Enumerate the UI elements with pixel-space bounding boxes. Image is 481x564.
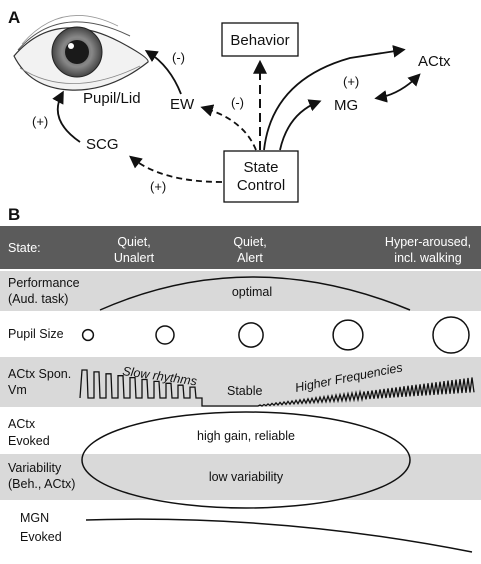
pupil-circle-3 [238,322,264,348]
performance-curve [99,276,411,311]
performance-label-line2: (Aud. task) [8,292,68,306]
mgn-evoked-label-line1: MGN [20,511,49,525]
actx-evoked-label-line1: ACtx [8,417,36,431]
mg-label: MG [334,97,358,114]
ew-label: EW [170,96,195,113]
state-col2-line2: Alert [237,251,263,265]
stable-label: Stable [227,384,262,398]
state-control-label-line1: State [243,159,278,176]
pupil-lid-label: Pupil/Lid [83,90,141,107]
performance-optimal-label: optimal [232,285,272,299]
state-control-box [223,150,299,203]
state-control-label-line2: Control [237,177,285,194]
pupil-circle-2 [155,325,175,345]
sign-mg-actx: (+) [343,74,359,89]
pupil-circle-1 [81,328,95,342]
actx-spon-label-line1: ACtx Spon. [8,367,71,381]
scg-label: SCG [86,136,119,153]
arrow-state-to-actx [263,45,406,151]
actx-label: ACtx [418,53,451,70]
arrow-ew-to-pupil [144,49,182,95]
mgn-evoked-label-line2: Evoked [20,530,62,544]
membrane-potential-trace [79,369,475,407]
actx-spon-label-line2: Vm [8,383,27,397]
sign-scg-pupil: (+) [32,114,48,129]
sign-state-ew: (-) [231,95,244,110]
pupil-circle-4 [332,319,364,351]
sign-ew-pupil: (-) [172,50,185,65]
low-variability-label: low variability [209,470,284,484]
arrow-state-to-ew [200,104,257,151]
panel-b-letter: B [8,205,20,224]
state-col3-line2: incl. walking [394,251,461,265]
arrow-state-to-mg [279,99,322,151]
arrow-scg-to-pupil [52,90,81,143]
state-col2-line1: Quiet, [233,235,266,249]
state-col1-line1: Quiet, [117,235,150,249]
variability-label-line1: Variability [8,461,62,475]
variability-label-line2: (Beh., ACtx) [8,477,75,491]
actx-evoked-label-line2: Evoked [8,434,50,448]
variability-band [0,454,481,500]
performance-label-line1: Performance [8,276,80,290]
state-header-label: State: [8,241,41,255]
behavior-label: Behavior [230,32,289,49]
pupil-circle-5 [432,316,470,354]
pupil-size-circles [81,316,470,354]
behavior-box [221,22,299,57]
eye-illustration [13,15,149,91]
mgn-evoked-curve [85,518,473,553]
panel-a-letter: A [8,8,20,27]
actx-spon-band [0,357,481,407]
state-header-band [0,226,481,269]
pupil-size-label: Pupil Size [8,327,64,341]
arrow-state-to-scg [129,155,223,183]
state-col3-line1: Hyper-aroused, [385,235,471,249]
high-gain-label: high gain, reliable [197,429,295,443]
state-col1-line2: Unalert [114,251,155,265]
sign-state-scg: (+) [150,179,166,194]
arrow-mg-actx [374,73,421,103]
gain-variability-ellipse [81,411,411,509]
